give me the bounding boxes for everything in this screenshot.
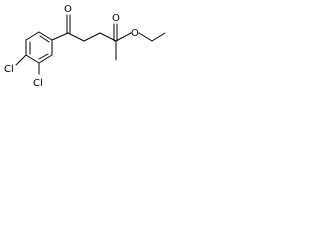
structure-svg: Cl Cl O O O: [4, 4, 166, 89]
bond-ring-to-cl-upper: [15, 54, 27, 66]
atom-cl-lower: Cl: [33, 78, 43, 89]
ring-double-bond-b: [38, 53, 49, 60]
atom-o-ester-carbonyl: O: [112, 13, 120, 24]
ring-bond-4: [25, 54, 40, 64]
ethyl-ester-group: O O: [112, 13, 166, 61]
ring-bond-6: [25, 31, 40, 41]
chain-bond-1: [67, 32, 85, 42]
atom-o-ketone: O: [64, 4, 72, 15]
bond-ring-to-carbonyl-carbon: [51, 32, 69, 41]
ring-double-bond-a: [39, 35, 50, 43]
chain-bond-2: [83, 32, 101, 42]
ring-bond-1: [38, 31, 53, 41]
benzene-ring: [25, 31, 53, 64]
atom-cl-upper: Cl: [4, 64, 14, 75]
ester-oxygen-bond: [115, 32, 132, 42]
aliphatic-chain: O: [51, 4, 117, 42]
chlorine-substituents: Cl Cl: [4, 54, 43, 89]
atom-o-ester-bridge: O: [131, 28, 139, 39]
ethyl-bond-2: [151, 32, 166, 42]
ethyl-bond-1: [138, 32, 153, 42]
ring-bond-3: [38, 54, 53, 64]
chain-bond-3: [99, 32, 117, 42]
chemical-structure-diagram: Cl Cl O O O: [0, 0, 167, 93]
